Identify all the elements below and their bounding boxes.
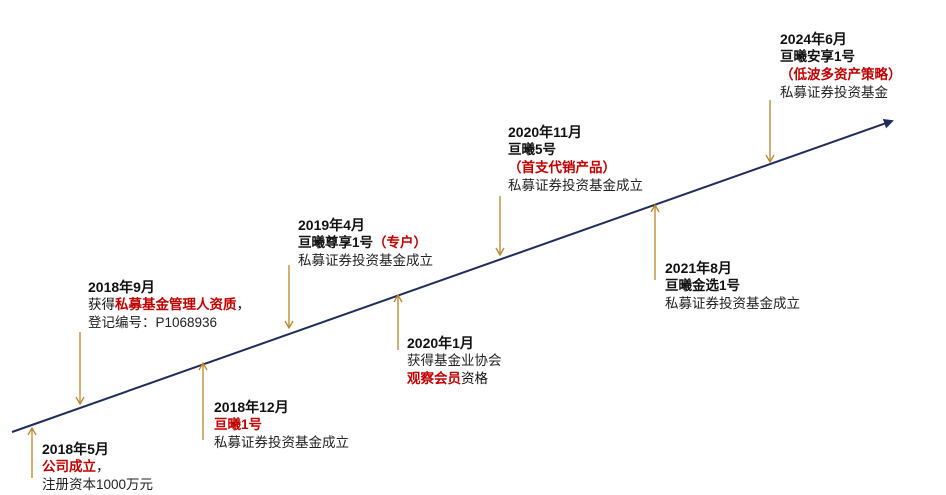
event-date: 2024年6月 (780, 31, 847, 47)
event-detail: 私募证券投资基金成立 (508, 178, 643, 193)
event-date: 2019年4月 (298, 217, 365, 233)
event-highlight: 私募基金管理人资质 (115, 297, 237, 312)
event-date: 2020年11月 (508, 124, 582, 140)
event-2019-04: 2019年4月 亘曦尊享1号（专户） 私募证券投资基金成立 (298, 216, 433, 270)
event-highlight: 公司成立 (42, 459, 96, 474)
connector-arrowhead-1 (75, 396, 85, 406)
event-highlight: 亘曦1号 (214, 417, 263, 432)
event-2020-11: 2020年11月 亘曦5号 （首支代销产品） 私募证券投资基金成立 (508, 123, 643, 195)
timeline-axis (11, 118, 894, 433)
event-2024-06: 2024年6月 亘曦安享1号 （低波多资产策略） 私募证券投资基金 (780, 30, 902, 102)
event-product: 亘曦尊享1号 (298, 235, 374, 250)
event-detail: 私募证券投资基金 (780, 85, 888, 100)
event-2018-12: 2018年12月 亘曦1号 私募证券投资基金成立 (214, 398, 349, 452)
event-prefix: 获得 (88, 297, 115, 312)
event-2020-01: 2020年1月 获得基金业协会 观察会员资格 (407, 334, 502, 388)
connector-arrowhead-7 (765, 154, 775, 164)
event-date: 2018年5月 (42, 441, 109, 457)
event-detail: 私募证券投资基金成立 (214, 435, 349, 450)
event-punct: ， (236, 297, 251, 312)
event-highlight: （专户） (373, 235, 428, 250)
event-date: 2020年1月 (407, 335, 474, 351)
event-2018-05: 2018年5月 公司成立， 注册资本1000万元 (42, 440, 153, 494)
event-product: 亘曦金选1号 (665, 278, 741, 293)
event-date: 2021年8月 (665, 260, 732, 276)
event-detail: 登记编号：P1068936 (88, 315, 218, 330)
event-product: 亘曦5号 (508, 142, 557, 157)
event-highlight: （低波多资产策略） (780, 67, 902, 82)
event-2021-08: 2021年8月 亘曦金选1号 私募证券投资基金成立 (665, 259, 800, 313)
connector-arrowhead-5 (495, 247, 505, 257)
event-product: 亘曦安享1号 (780, 49, 856, 64)
event-highlight: （首支代销产品） (508, 160, 616, 175)
event-detail: 私募证券投资基金成立 (665, 296, 800, 311)
event-date: 2018年9月 (88, 279, 155, 295)
connector-arrowhead-2 (198, 361, 208, 371)
connector-arrowhead-6 (650, 203, 660, 213)
event-highlight: 观察会员 (407, 371, 461, 386)
connector-arrowhead-0 (27, 426, 37, 436)
connector-arrowhead-4 (393, 293, 403, 303)
event-detail: 获得基金业协会 (407, 353, 502, 368)
event-suffix: 资格 (461, 371, 488, 386)
event-date: 2018年12月 (214, 399, 289, 415)
event-2018-09: 2018年9月 获得私募基金管理人资质， 登记编号：P1068936 (88, 278, 250, 332)
event-detail: 注册资本1000万元 (42, 477, 154, 492)
event-punct: ， (96, 459, 110, 474)
event-detail: 私募证券投资基金成立 (298, 253, 433, 268)
connector-arrowhead-3 (284, 320, 294, 330)
